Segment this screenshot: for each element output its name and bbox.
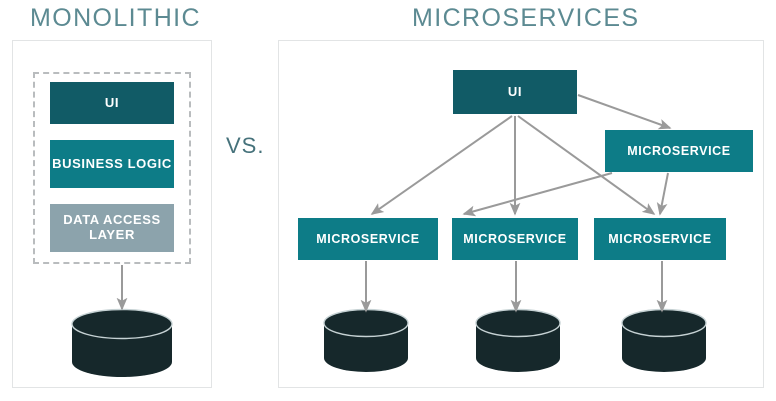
monolith-layer-data-access: DATA ACCESS LAYER xyxy=(50,204,174,252)
microservice-box-2: MICROSERVICE xyxy=(452,218,578,260)
monolith-layer-ui: UI xyxy=(50,82,174,124)
microservices-ui-box: UI xyxy=(453,70,577,114)
microservice-box-3: MICROSERVICE xyxy=(594,218,726,260)
monolithic-application-boundary xyxy=(33,72,191,264)
database-cylinder-2 xyxy=(474,308,562,379)
microservice-box-1: MICROSERVICE xyxy=(298,218,438,260)
microservice-box-right: MICROSERVICE xyxy=(605,130,753,172)
microservices-title: MICROSERVICES xyxy=(412,4,640,32)
database-cylinder-3 xyxy=(620,308,708,379)
monolith-layer-business-logic: BUSINESS LOGIC xyxy=(50,140,174,188)
versus-label: VS. xyxy=(226,133,265,158)
monolithic-title: MONOLITHIC xyxy=(30,4,201,32)
database-cylinder-1 xyxy=(322,308,410,379)
database-cylinder-monolith xyxy=(70,308,174,383)
